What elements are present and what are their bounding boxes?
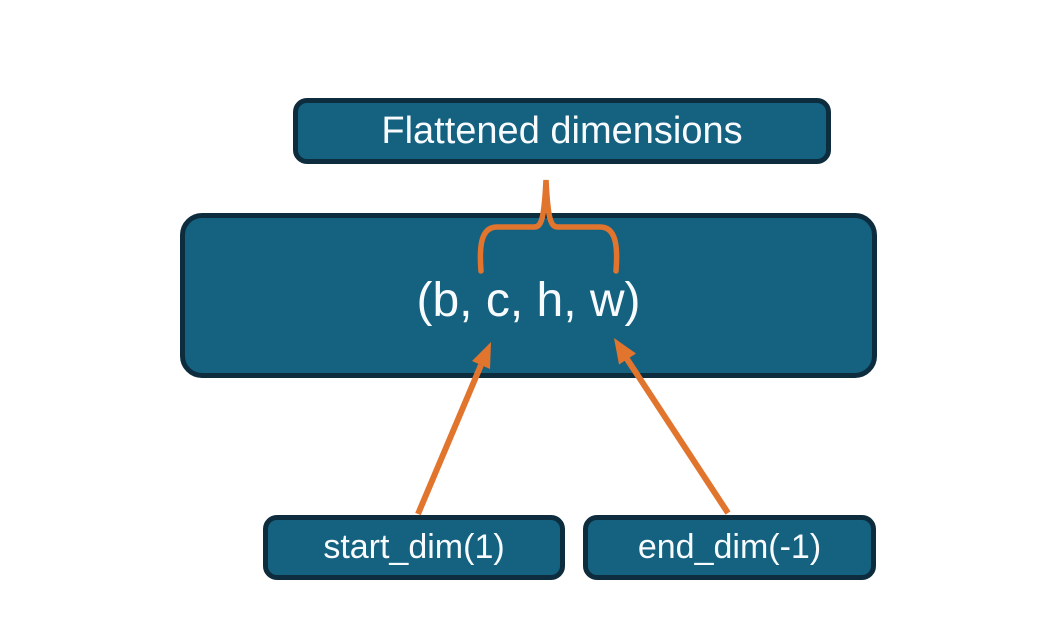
node-start-dim: start_dim(1) [263, 515, 565, 580]
node-start-dim-label: start_dim(1) [323, 528, 505, 566]
node-flattened-dimensions: Flattened dimensions [293, 98, 831, 164]
node-end-dim-label: end_dim(-1) [637, 528, 822, 566]
node-tensor-shape-label: (b, c, h, w) [416, 274, 641, 327]
node-end-dim: end_dim(-1) [583, 515, 876, 580]
node-tensor-shape: (b, c, h, w) [180, 213, 877, 378]
node-flattened-dimensions-label: Flattened dimensions [381, 109, 743, 152]
